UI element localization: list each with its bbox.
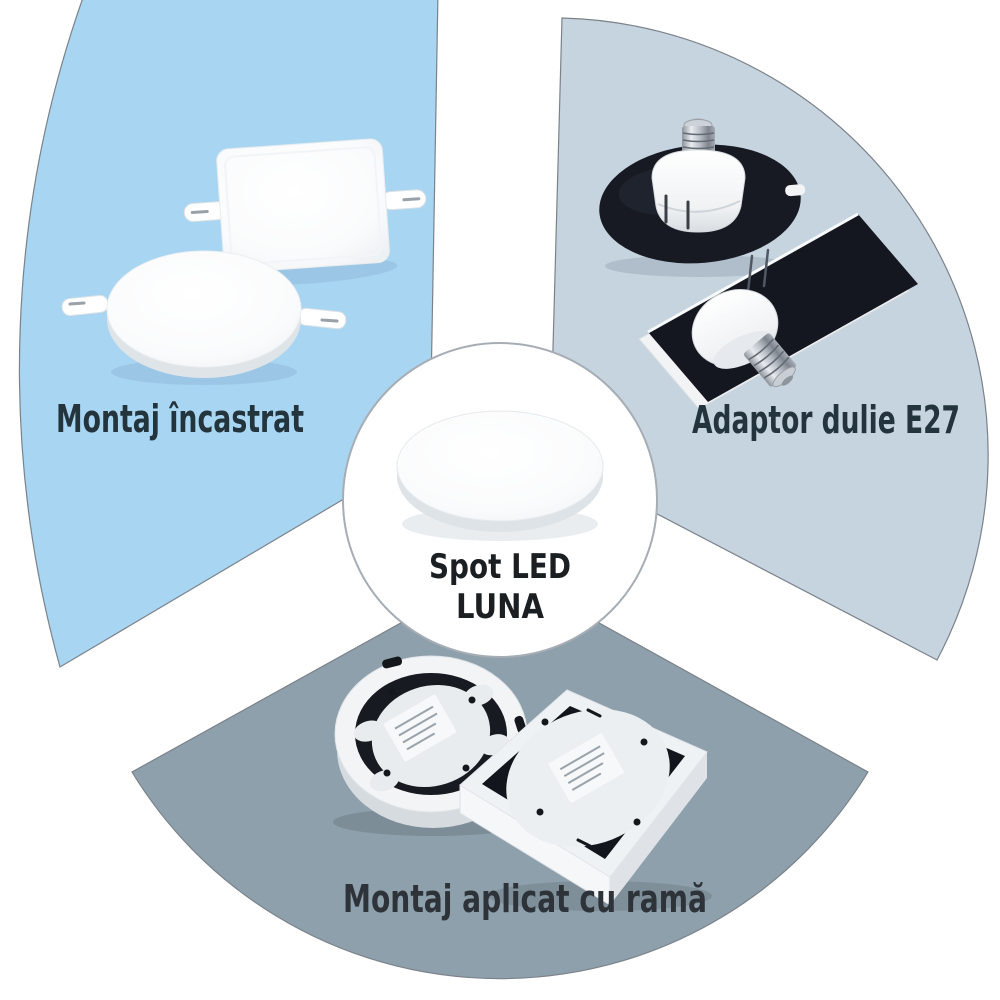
label-montaj-incastrat: Montaj încastrat (56, 397, 304, 441)
e27-round-disc-adapter-image (599, 118, 806, 277)
center-round-led-panel-image (396, 410, 604, 541)
round-recessed-led-panel-image (61, 250, 347, 385)
label-adaptor-e27: Adaptor dulie E27 (692, 398, 960, 442)
round-frame-label-sticker (383, 694, 457, 762)
round-surface-mount-frame-image (333, 655, 533, 836)
center-product-name-line1: Spot LED (429, 547, 571, 587)
square-surface-mount-frame-image (459, 689, 712, 911)
center-circle: Spot LED LUNA (342, 342, 658, 658)
center-product-name-line2: LUNA (456, 587, 545, 627)
e27-screw-thread-down (744, 333, 796, 388)
square-frame-label-sticker (548, 733, 624, 803)
e27-socket-body-up (651, 149, 746, 233)
e27-square-adapter-image (638, 212, 918, 410)
label-montaj-aplicat: Montaj aplicat cu ramă (343, 877, 707, 921)
